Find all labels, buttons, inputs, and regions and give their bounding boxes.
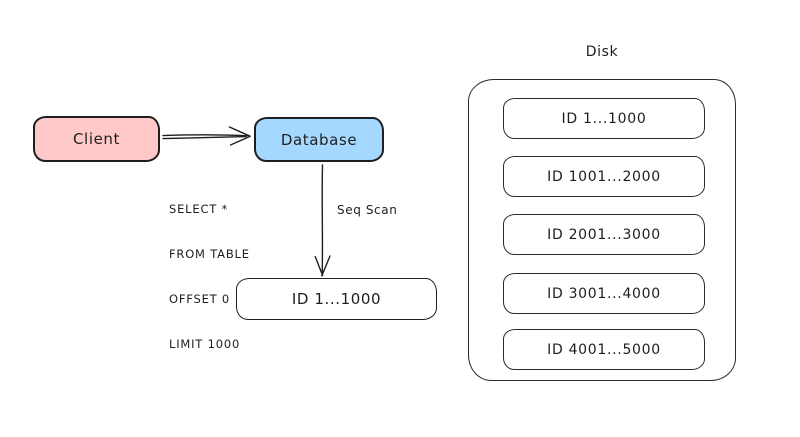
disk-block: ID 2001...3000 <box>503 214 705 255</box>
disk-block: ID 3001...4000 <box>503 273 705 314</box>
seq-scan-edge-label: Seq Scan <box>337 203 398 217</box>
database-node: Database <box>254 117 384 162</box>
sql-query-line: OFFSET 0 <box>169 292 231 306</box>
sql-query-line: SELECT * <box>169 202 229 216</box>
disk-block-label: ID 1001...2000 <box>547 168 661 185</box>
sql-query-text: SELECT * FROM TABLE OFFSET 0 LIMIT 1000 <box>169 172 250 382</box>
disk-block-label: ID 3001...4000 <box>547 285 661 302</box>
client-to-database-arrow <box>162 126 251 146</box>
disk-block-label: ID 2001...3000 <box>547 226 661 243</box>
disk-container: ID 1...1000 ID 1001...2000 ID 2001...300… <box>468 79 736 381</box>
database-node-label: Database <box>280 130 358 149</box>
client-node: Client <box>33 116 160 162</box>
disk-block-label: ID 1...1000 <box>561 110 647 127</box>
disk-block-label: ID 4001...5000 <box>547 341 661 358</box>
result-node-label: ID 1...1000 <box>291 290 382 308</box>
disk-title: Disk <box>585 44 619 60</box>
disk-block: ID 1001...2000 <box>503 156 705 197</box>
client-node-label: Client <box>72 130 121 148</box>
disk-block: ID 4001...5000 <box>503 329 705 370</box>
result-node: ID 1...1000 <box>236 278 437 320</box>
disk-block: ID 1...1000 <box>503 98 705 139</box>
sql-query-line: FROM TABLE <box>169 247 250 261</box>
sql-query-line: LIMIT 1000 <box>169 337 241 351</box>
database-to-result-arrow <box>314 164 331 277</box>
